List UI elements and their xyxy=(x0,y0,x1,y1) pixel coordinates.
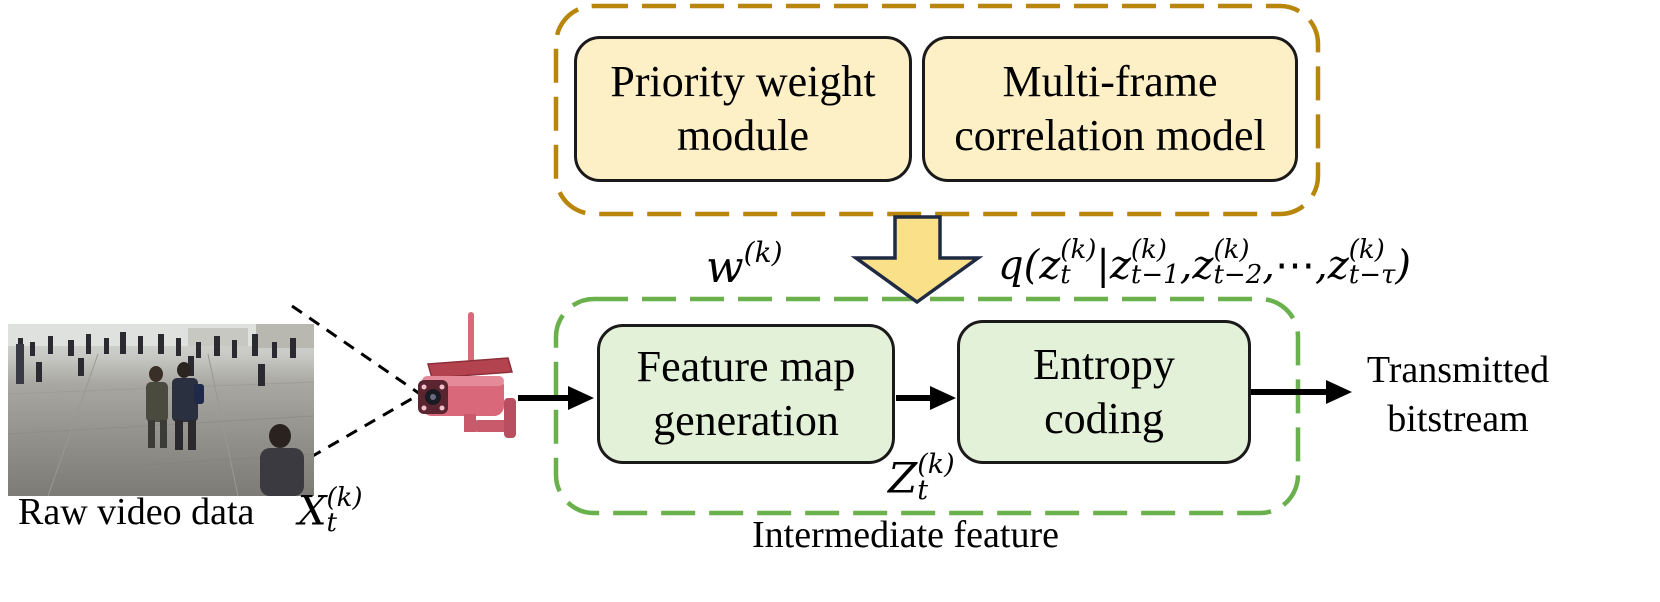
raw-video-frame xyxy=(8,324,314,496)
output-label: Transmitted bitstream xyxy=(1356,346,1560,445)
input-base: X xyxy=(298,488,327,535)
z-t1-sub: t−1 xyxy=(1130,259,1180,290)
view-line-top xyxy=(291,304,421,396)
z-t-sub: t xyxy=(1060,259,1071,290)
feature-symbol: Z (k) t xyxy=(888,449,955,506)
feature-base: Z xyxy=(888,453,918,503)
entropy-line1: Entropy xyxy=(1033,340,1175,390)
intermediate-feature-caption: Intermediate feature xyxy=(752,514,1059,556)
weight-symbol: w(k) xyxy=(706,236,783,293)
arrow-to-feature xyxy=(568,386,594,410)
z-t1: z xyxy=(1109,242,1131,289)
input-symbol: X (k) t xyxy=(298,483,363,538)
top-group-outline xyxy=(553,3,1321,217)
q-open: q( xyxy=(998,242,1040,289)
correlation-line2: correlation model xyxy=(954,111,1266,160)
raw-video-caption: Raw video data xyxy=(18,491,255,533)
priority-weight-line2: module xyxy=(677,111,809,160)
weight-base: w xyxy=(706,242,744,293)
z-ttau-sub: t−τ xyxy=(1348,259,1396,290)
z-t2-sub: t−2 xyxy=(1213,259,1263,290)
arrow-to-output xyxy=(1326,380,1352,404)
conditional-probability: q(z (k) t |z (k) t−1 ,z (k) t−2 ,⋯,z (k)… xyxy=(998,235,1412,290)
entropy-line2: coding xyxy=(1044,394,1164,443)
input-sub: t xyxy=(326,507,337,538)
z-t-sup: (k) xyxy=(1060,235,1097,265)
feature-map-line2: generation xyxy=(653,396,839,445)
feature-sup: (k) xyxy=(917,449,955,480)
q-close: ) xyxy=(1395,242,1412,289)
feature-map-line1: Feature map xyxy=(636,342,856,392)
output-line1: Transmitted xyxy=(1366,349,1550,391)
comma-3: , xyxy=(1314,242,1328,289)
weight-sup: (k) xyxy=(743,236,783,269)
output-line2: bitstream xyxy=(1387,398,1529,441)
correlation-line1: Multi-frame xyxy=(1002,57,1218,107)
comma-2: , xyxy=(1262,242,1275,289)
bottom-group-outline xyxy=(553,296,1301,516)
z-t1-sup: (k) xyxy=(1130,235,1167,265)
feature-map-box: Feature map generation xyxy=(597,324,895,464)
priority-weight-box: Priority weight module xyxy=(574,36,912,182)
z-ttau-sup: (k) xyxy=(1348,235,1385,265)
down-arrow-icon xyxy=(850,215,984,305)
feature-sub: t xyxy=(917,474,929,506)
z-ttau: z xyxy=(1327,242,1349,289)
arrow-to-entropy xyxy=(930,386,956,410)
comma-1: , xyxy=(1179,242,1193,289)
cond-bar: | xyxy=(1096,242,1110,289)
ellipsis: ⋯ xyxy=(1274,242,1315,289)
input-sup: (k) xyxy=(326,483,363,513)
priority-weight-line1: Priority weight xyxy=(610,57,876,107)
z-t2-sup: (k) xyxy=(1213,235,1250,265)
correlation-model-box: Multi-frame correlation model xyxy=(922,36,1298,182)
entropy-coding-box: Entropy coding xyxy=(957,320,1251,464)
crowd-scene-image xyxy=(8,324,314,496)
z-t: z xyxy=(1039,242,1061,289)
surveillance-camera-icon xyxy=(418,312,516,438)
z-t2: z xyxy=(1192,242,1214,289)
